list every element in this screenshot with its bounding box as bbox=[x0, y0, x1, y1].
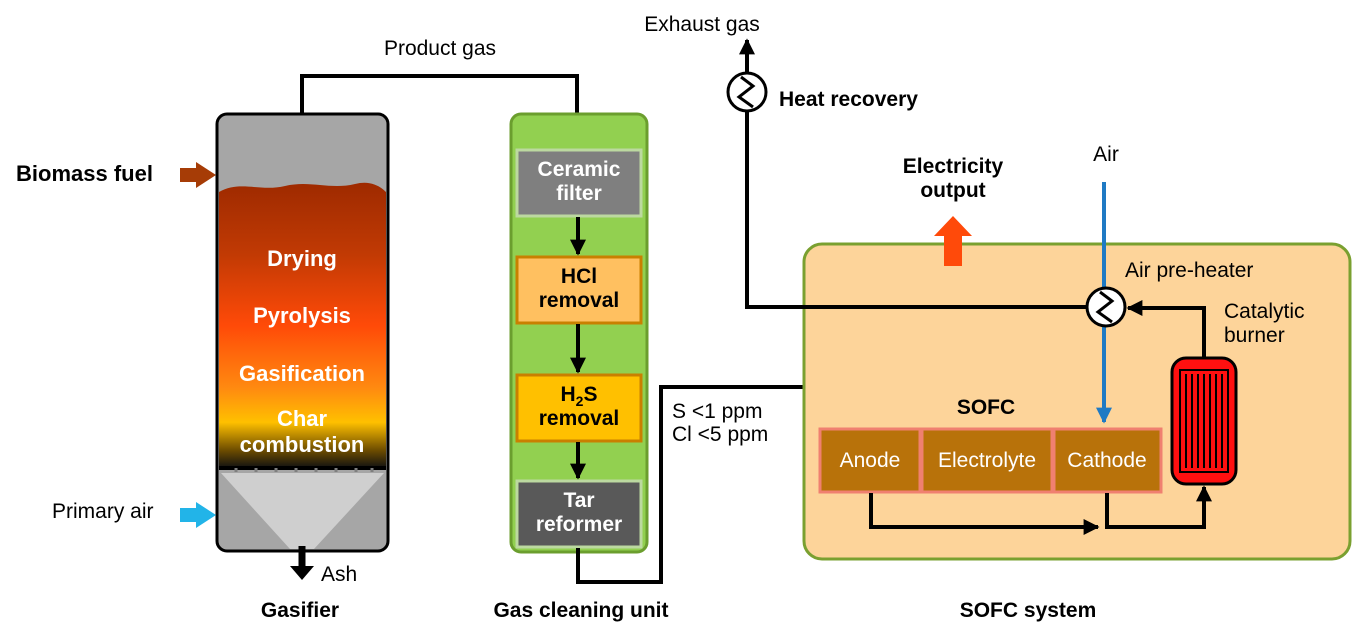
air-preheater-zigzag bbox=[1095, 290, 1115, 324]
zone-combustion: combustion bbox=[240, 432, 365, 457]
anode-exhaust-line bbox=[869, 493, 1100, 535]
ceramic-filter-box bbox=[515, 148, 643, 218]
sofc-system-box bbox=[802, 242, 1352, 561]
h2s-removal-line1: H2S bbox=[561, 383, 598, 409]
gas-cleaning-title: Gas cleaning unit bbox=[493, 599, 668, 622]
cathode-label: Cathode bbox=[1067, 449, 1146, 472]
zone-pyrolysis: Pyrolysis bbox=[253, 303, 351, 328]
cl-spec-label: Cl <5 ppm bbox=[672, 423, 768, 446]
primary-air-inlet: Primary air bbox=[52, 500, 216, 528]
product-gas-label: Product gas bbox=[384, 37, 496, 60]
burner-to-preheater-line bbox=[1126, 300, 1206, 358]
ceramic-filter-line2: filter bbox=[556, 182, 602, 205]
h2s-h: H bbox=[561, 383, 576, 406]
hcl-removal-line1: HCl bbox=[561, 265, 597, 288]
air-label: Air bbox=[1093, 143, 1119, 166]
heat-recovery-zigzag bbox=[736, 75, 756, 109]
electricity-output: Electricity output bbox=[903, 155, 1004, 266]
ash-label: Ash bbox=[321, 563, 357, 586]
hcl-removal-box bbox=[515, 255, 643, 325]
catalytic-label-line1: Catalytic bbox=[1224, 300, 1305, 323]
zone-gasification: Gasification bbox=[239, 361, 365, 386]
electricity-label-line1: Electricity bbox=[903, 155, 1004, 178]
electricity-label-line2: output bbox=[920, 179, 985, 202]
sofc-label: SOFC bbox=[957, 396, 1015, 419]
anode-label: Anode bbox=[840, 449, 901, 472]
h2s-s: S bbox=[583, 383, 597, 406]
h2s-sub: 2 bbox=[576, 393, 584, 409]
ash-hopper bbox=[221, 473, 384, 549]
ceramic-filter-line1: Ceramic bbox=[538, 158, 621, 181]
cathode-cell bbox=[1052, 427, 1163, 494]
heat-recovery: Heat recovery bbox=[726, 38, 918, 113]
tar-reformer-line2: reformer bbox=[536, 513, 622, 536]
s-spec-label: S <1 ppm bbox=[672, 400, 762, 423]
cathode-exhaust-line bbox=[1105, 485, 1212, 529]
h2s-removal-box bbox=[515, 373, 643, 443]
electricity-arrow bbox=[934, 216, 972, 266]
gas-cleaning-unit: Ceramic filter HCl removal H2S removal T… bbox=[509, 112, 649, 554]
heat-recovery-label: Heat recovery bbox=[779, 88, 918, 111]
biomass-fuel-label: Biomass fuel bbox=[16, 161, 153, 186]
gasifier: Drying Pyrolysis Gasification Char combu… bbox=[215, 112, 390, 580]
product-gas-line bbox=[300, 74, 585, 144]
exhaust-gas-label: Exhaust gas bbox=[644, 13, 760, 36]
tar-reformer-box bbox=[515, 479, 643, 549]
air-preheater-label: Air pre-heater bbox=[1125, 259, 1253, 282]
preheater-to-heat-recovery-line bbox=[745, 112, 1086, 309]
biomass-inlet: Biomass fuel bbox=[16, 161, 216, 188]
sofc-system: SOFC Anode Electrolyte Cathode bbox=[745, 112, 1352, 561]
anode-cell bbox=[818, 427, 922, 494]
zone-drying: Drying bbox=[267, 246, 337, 271]
electrolyte-cell bbox=[920, 427, 1054, 494]
primary-air-label: Primary air bbox=[52, 500, 154, 523]
h2s-removal-line2: removal bbox=[539, 407, 620, 430]
sofc-system-title: SOFC system bbox=[960, 599, 1097, 622]
gasifier-title: Gasifier bbox=[261, 599, 339, 622]
ash-arrow-head bbox=[290, 566, 314, 580]
grate-holes bbox=[234, 468, 374, 472]
gasifier-bed bbox=[219, 182, 386, 468]
hcl-removal-line2: removal bbox=[539, 289, 620, 312]
catalytic-label-line2: burner bbox=[1224, 324, 1285, 347]
electrolyte-label: Electrolyte bbox=[938, 449, 1036, 472]
tar-reformer-line1: Tar bbox=[563, 489, 594, 512]
burner-fins bbox=[1185, 374, 1223, 468]
zone-char: Char bbox=[277, 406, 328, 431]
